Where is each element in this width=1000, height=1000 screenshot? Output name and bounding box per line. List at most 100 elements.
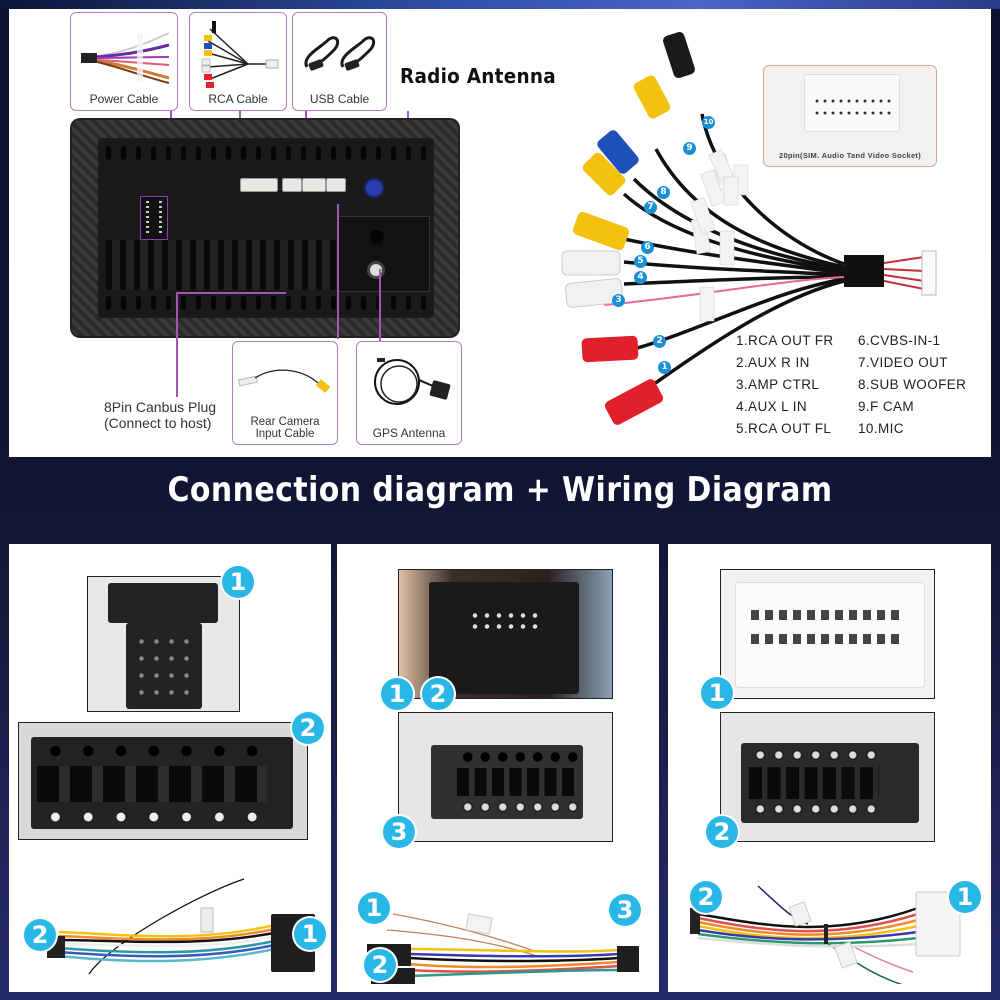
- panel1-plug1-top: [108, 583, 218, 623]
- power-cable-callout: Power Cable: [70, 12, 178, 111]
- radio-antenna-port: [366, 180, 382, 196]
- power-cable-image: [81, 32, 170, 84]
- canbus-label-line1: 8Pin Canbus Plug: [104, 399, 217, 415]
- vent-row-bottom: [106, 296, 426, 312]
- rca-harness-image: [561, 31, 937, 425]
- panel1-harness-image: [47, 878, 315, 975]
- twenty-pin-socket-inset: 20pin(SIM. Audio Tand Video Socket): [763, 65, 937, 167]
- canbus-line-h: [176, 292, 286, 294]
- legend-item-6: 6.CVBS-IN-1: [858, 333, 941, 348]
- panel2-badge-1: 1: [381, 678, 413, 710]
- rca-cable-callout: RCA Cable: [189, 12, 287, 111]
- vent-row-top: [106, 146, 426, 162]
- panel1-connector-photo-1: [87, 576, 240, 712]
- panel2-plug2-slots: [457, 768, 577, 796]
- power-socket: [240, 178, 278, 192]
- rca-cable-label: RCA Cable: [208, 92, 268, 106]
- panel3-connector-photo-1: [720, 569, 935, 699]
- rear-camera-label-line2: Input Cable: [255, 428, 315, 440]
- panel3-badge-2: 2: [706, 816, 738, 848]
- rear-camera-line: [337, 204, 339, 339]
- usb-socket-a: [282, 178, 302, 192]
- harness-badge-3: 3: [612, 294, 625, 307]
- vent-grid: [106, 240, 336, 290]
- rear-camera-cable-image: [237, 369, 331, 393]
- legend-item-10: 10.MIC: [858, 421, 904, 436]
- panel1-badge-2: 2: [292, 712, 324, 744]
- usb-cable-label: USB Cable: [309, 92, 370, 106]
- harness-badge-9: 9: [683, 142, 696, 155]
- radio-antenna-title: Radio Antenna: [400, 64, 556, 88]
- legend-item-8: 8.SUB WOOFER: [858, 377, 967, 392]
- power-cable-label: Power Cable: [89, 92, 159, 106]
- gps-antenna-image: [374, 358, 451, 405]
- usb-cable-image: [304, 36, 376, 71]
- panel3-plug2-slots: [749, 767, 879, 799]
- head-unit-rear: [70, 118, 460, 338]
- rear-camera-label: Rear Camera Input Cable: [233, 416, 337, 440]
- rca-legend: 1.RCA OUT FR 6.CVBS-IN-1 2.AUX R IN 7.VI…: [736, 333, 968, 436]
- panel1-plug1-pins: [134, 633, 194, 703]
- panel2-harness-badge-1: 1: [358, 892, 390, 924]
- canbus-line: [176, 292, 178, 397]
- panel2-badge-3: 3: [383, 816, 415, 848]
- panel3-plug2-row-top: [751, 749, 881, 761]
- legend-item-5: 5.RCA OUT FL: [736, 421, 832, 436]
- panel1-plug2-slots: [37, 766, 267, 802]
- panel2-harness-image: [367, 913, 639, 984]
- harness-badge-6: 6: [641, 241, 654, 254]
- panel2-harness-badge-2: 2: [364, 949, 396, 981]
- gps-antenna-callout: GPS Antenna: [356, 341, 462, 445]
- legend-item-3: 3.AMP CTRL: [736, 377, 820, 392]
- rear-camera-label-line1: Rear Camera: [250, 416, 320, 428]
- panel2-connector-photo-2: [398, 712, 613, 842]
- wiring-panel-1: 1 2 2 1: [9, 544, 331, 992]
- legend-item-4: 4.AUX L IN: [736, 399, 808, 414]
- panel3-harness-badge-1: 1: [949, 881, 981, 913]
- rear-camera-callout: Rear Camera Input Cable: [232, 341, 338, 445]
- panel2-plug2-row-top: [459, 751, 579, 763]
- panel2-connector-photo-1: [398, 569, 613, 699]
- canbus-label-line2: (Connect to host): [104, 415, 212, 431]
- harness-badge-4: 4: [634, 271, 647, 284]
- panel1-harness-badge-2: 2: [24, 919, 56, 951]
- wiring-panel-2: 1 2 3 1 2 3: [337, 544, 659, 992]
- panel2-harness-badge-3: 3: [609, 894, 641, 926]
- harness-badge-8: 8: [657, 186, 670, 199]
- panel3-plug1-pins-top: [751, 610, 901, 620]
- panel2-plug1-pins: [469, 610, 539, 632]
- harness-badge-2: 2: [653, 335, 666, 348]
- wiring-panel-3: 1 2 2 1: [668, 544, 991, 992]
- panel3-plug2-row-bottom: [751, 803, 881, 815]
- jack-mic: [663, 31, 695, 79]
- panel3-plug1-pins-bottom: [751, 634, 901, 644]
- twenty-pin-caption: 20pin(SIM. Audio Tand Video Socket): [778, 151, 922, 160]
- bay-hole: [370, 230, 384, 244]
- panel3-harness-image: [690, 885, 961, 984]
- legend-item-7: 7.VIDEO OUT: [858, 355, 948, 370]
- rca-socket: [326, 178, 346, 192]
- twenty-pin-plug-image: [804, 74, 900, 132]
- panel2-plug2-row-bottom: [459, 801, 579, 813]
- usb-cable-callout: USB Cable: [292, 12, 387, 111]
- legend-item-9: 9.F CAM: [858, 399, 915, 414]
- panel3-connector-photo-2: [720, 712, 935, 842]
- usb-socket-b: [302, 178, 326, 192]
- panel1-badge-1: 1: [222, 566, 254, 598]
- section-heading: Connection diagram + Wiring Diagram: [167, 470, 833, 510]
- harness-badge-1: 1: [658, 361, 671, 374]
- gps-line: [379, 269, 381, 341]
- harness-badge-7: 7: [644, 201, 657, 214]
- rca-cable-image: [201, 21, 279, 88]
- panel3-badge-1: 1: [701, 677, 733, 709]
- panel2-badge-2: 2: [422, 678, 454, 710]
- panel2-plug1-body: [429, 582, 579, 694]
- panel1-plug2-row-bottom: [39, 810, 269, 824]
- panel3-harness-badge-2: 2: [690, 881, 722, 913]
- panel1-harness-badge-1: 1: [294, 918, 326, 950]
- legend-item-2: 2.AUX R IN: [736, 355, 810, 370]
- connection-overview-panel: Power Cable RCA Cable USB: [9, 9, 991, 457]
- panel1-plug2-row-top: [39, 744, 269, 758]
- canbus-plug-label: 8Pin Canbus Plug (Connect to host): [104, 399, 216, 431]
- harness-badge-10: 10: [702, 116, 715, 129]
